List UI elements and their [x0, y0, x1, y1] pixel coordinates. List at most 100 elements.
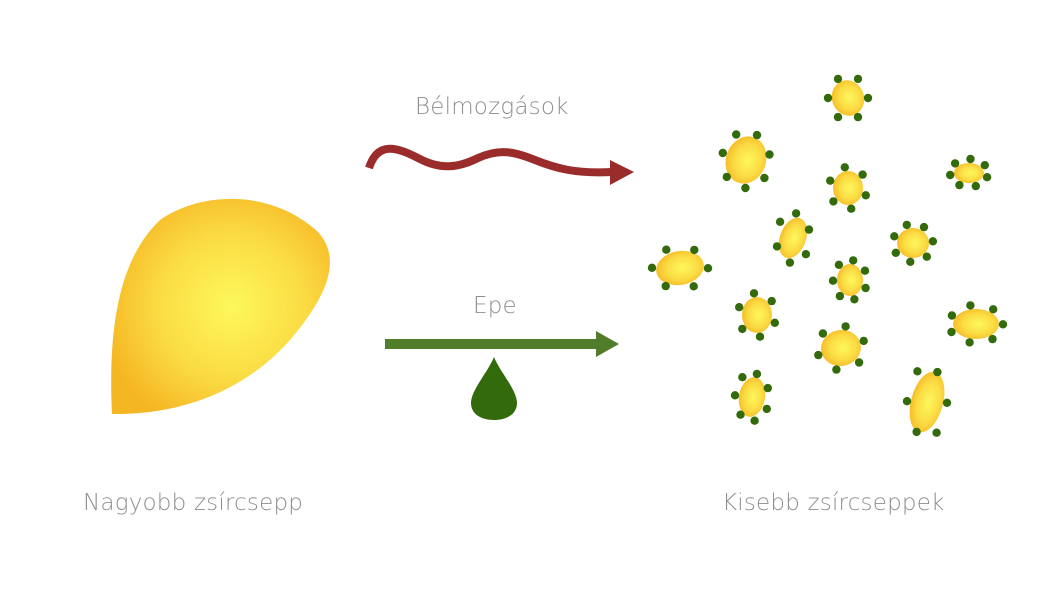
- bile-salt-dot: [718, 148, 727, 158]
- bile-salt-dot: [791, 209, 801, 218]
- bile-salt-dot: [947, 327, 956, 337]
- fat-droplet-body: [725, 136, 767, 184]
- fat-droplet-body: [742, 297, 772, 333]
- small-fat-droplet: [946, 154, 992, 191]
- motility-label: Bélmozgások: [415, 94, 569, 120]
- fat-droplet-body: [837, 264, 863, 296]
- bile-salt-dot: [703, 264, 713, 273]
- bile-salt-dot: [738, 324, 747, 334]
- bile-salt-dot: [853, 112, 863, 122]
- bile-salt-dot: [861, 191, 870, 200]
- bile-salt-dot: [770, 318, 779, 327]
- bile-salt-dot: [765, 150, 774, 159]
- fat-droplet-body: [656, 250, 704, 286]
- bile-salt-dot: [741, 183, 750, 193]
- bile-salt-dot: [863, 93, 873, 103]
- bile-salt-dot: [833, 74, 843, 84]
- bile-salt-dot: [767, 296, 776, 306]
- bile-salt-dot: [818, 329, 828, 338]
- bile-salt-dot: [928, 237, 938, 246]
- bile-salt-dot: [890, 232, 899, 241]
- small-fat-droplet: [735, 289, 779, 341]
- bile-salt-dot: [989, 305, 998, 314]
- bile-salt-dot: [922, 252, 931, 261]
- bile-arrow: [385, 331, 619, 357]
- bile-salt-dot: [998, 320, 1008, 329]
- bile-salt-dot: [966, 154, 975, 164]
- bile-salt-dot: [955, 180, 964, 190]
- bile-salt-dot: [840, 163, 849, 172]
- bile-salt-dot: [988, 334, 997, 344]
- bile-salt-dot: [847, 204, 856, 213]
- fat-droplet-body: [897, 228, 929, 258]
- bile-salt-dot: [980, 161, 989, 170]
- bile-label: Epe: [473, 293, 517, 319]
- bile-salt-dot: [861, 283, 870, 293]
- bile-salt-dot: [647, 263, 657, 272]
- fat-droplet-body: [909, 371, 945, 433]
- bile-drop-icon: [471, 357, 517, 420]
- bile-salt-dot: [826, 176, 835, 185]
- bile-salt-dot: [735, 303, 744, 312]
- bile-salt-dot: [661, 281, 670, 291]
- bile-salt-dot: [891, 248, 900, 257]
- bile-salt-dot: [853, 74, 863, 84]
- bile-salt-dot: [902, 397, 912, 406]
- small-fat-droplet: [823, 74, 873, 122]
- bile-salt-dot: [860, 266, 870, 275]
- small-fat-droplet: [814, 322, 868, 374]
- bile-salt-dot: [832, 365, 841, 374]
- bile-salt-dot: [841, 322, 850, 331]
- bile-salt-dot: [833, 112, 843, 122]
- bile-salt-dot: [966, 301, 975, 310]
- bile-salt-dot: [690, 245, 699, 255]
- bile-salt-dot: [950, 159, 960, 168]
- bile-salt-dot: [738, 373, 747, 382]
- fat-droplet-body: [778, 217, 808, 259]
- bile-salt-dot: [982, 173, 992, 182]
- fat-droplet-body: [954, 163, 984, 183]
- small-fat-droplet: [947, 301, 1008, 347]
- bile-salt-dot: [752, 130, 762, 140]
- bile-salt-dot: [749, 289, 759, 298]
- bile-salt-dot: [942, 398, 952, 407]
- bile-salt-dot: [965, 338, 974, 347]
- bile-salt-dot: [775, 217, 785, 226]
- bile-salt-dot: [834, 260, 844, 269]
- large-fat-droplet: [111, 198, 330, 415]
- small-fat-droplet: [902, 367, 952, 437]
- bile-salt-dot: [859, 336, 868, 346]
- small-droplets-label: Kisebb zsírcseppek: [722, 490, 945, 516]
- bile-salt-dot: [804, 225, 814, 234]
- bile-salt-dot: [947, 311, 957, 320]
- bile-salt-dot: [854, 358, 864, 367]
- bile-salt-dot: [933, 367, 942, 377]
- bile-salt-dot: [932, 428, 941, 437]
- bile-salt-dot: [750, 416, 759, 425]
- small-fat-droplet: [828, 256, 870, 304]
- fat-droplet-body: [833, 171, 863, 205]
- bile-salt-dot: [849, 256, 858, 265]
- bile-salt-dot: [906, 257, 915, 266]
- bile-salt-dot: [732, 130, 741, 139]
- bile-salt-dot: [760, 173, 769, 183]
- bile-salt-dot: [814, 350, 823, 360]
- bile-salt-dot: [662, 245, 671, 254]
- small-fat-droplet: [890, 220, 938, 266]
- fat-droplet-body: [738, 377, 766, 417]
- bile-salt-dot: [828, 276, 838, 285]
- bile-salt-dot: [902, 220, 911, 230]
- bile-salt-dot: [946, 170, 955, 180]
- bile-salt-dot: [835, 291, 845, 301]
- fat-droplet-body: [831, 80, 865, 116]
- bile-salt-dot: [971, 181, 980, 191]
- bile-salt-dot: [763, 383, 772, 393]
- motility-arrow: [365, 144, 634, 185]
- bile-salt-dot: [755, 332, 765, 341]
- bile-salt-dot: [823, 93, 833, 103]
- small-droplets-group: [647, 74, 1008, 437]
- bile-salt-dot: [919, 222, 929, 232]
- fat-droplet-body: [821, 329, 861, 367]
- bile-salt-dot: [913, 367, 922, 376]
